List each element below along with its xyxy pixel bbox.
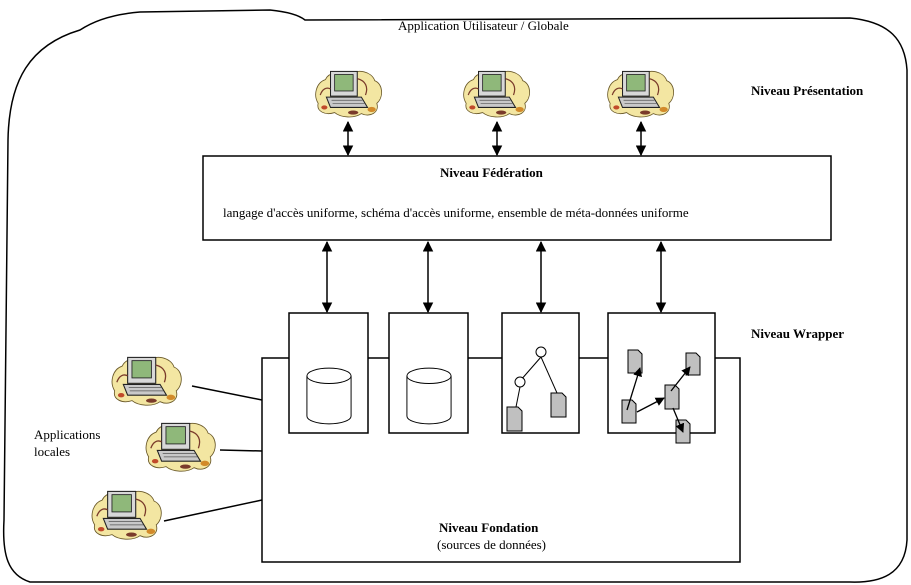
local-apps-label-line-1: Applications — [34, 427, 101, 442]
federation-level-title: Niveau Fédération — [440, 165, 543, 180]
computer-icon-presentation-2 — [463, 70, 531, 118]
computer-icon-local-3 — [91, 490, 162, 540]
local-app-line-3 — [163, 499, 263, 522]
database-icon-2 — [406, 367, 452, 425]
linked-documents-icon — [621, 349, 701, 444]
computer-icon-local-2 — [145, 422, 216, 472]
federation-description: langage d'accès uniforme, schéma d'accès… — [223, 205, 689, 220]
presentation-level-label: Niveau Présentation — [751, 83, 864, 98]
federation-box — [202, 155, 832, 241]
tree-structure-icon — [506, 346, 567, 432]
foundation-level-subtitle: (sources de données) — [437, 537, 547, 552]
computer-icon-presentation-3 — [607, 70, 675, 118]
outer-title: Application Utilisateur / Globale — [398, 18, 569, 33]
database-icon-1 — [306, 367, 352, 425]
computer-icon-local-1 — [111, 356, 182, 406]
local-app-line-1 — [191, 385, 263, 401]
computer-icon-presentation-1 — [315, 70, 383, 118]
foundation-level-title: Niveau Fondation — [439, 520, 539, 535]
local-app-line-2 — [219, 449, 263, 452]
wrapper-level-label: Niveau Wrapper — [751, 326, 845, 341]
outer-boundary — [2, 9, 908, 583]
local-apps-label-line-2: locales — [34, 444, 71, 459]
